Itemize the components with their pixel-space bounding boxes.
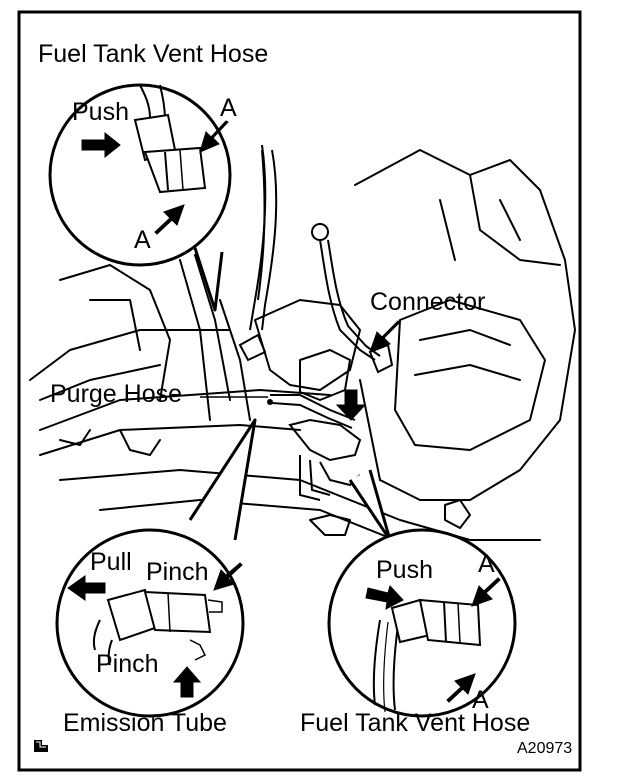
label-push-top: Push (72, 98, 129, 126)
a-arrow-bottom-lower (446, 673, 476, 703)
label-pinch-upper: Pinch (146, 558, 209, 586)
label-fuel-tank-vent-hose-top: Fuel Tank Vent Hose (38, 40, 269, 68)
push-arrow-top (81, 131, 121, 159)
detail-circle-top (48, 83, 232, 312)
purge-hose-leader-dot (267, 399, 273, 405)
push-arrow-bottom (365, 585, 404, 610)
figure-code: A20973 (517, 740, 573, 757)
pinch-arrow-lower (172, 666, 202, 698)
hose-lines (238, 144, 394, 501)
a-arrow-top-right (199, 120, 229, 153)
a-arrow-top-bottom (154, 204, 185, 235)
figure-frame (17, 10, 582, 772)
a-arrow-bottom-upper (471, 577, 501, 607)
label-purge-hose: Purge Hose (50, 380, 183, 408)
down-arrow-center (335, 389, 367, 421)
label-a-bottom-lower: A (472, 686, 489, 714)
label-push-bottom: Push (376, 556, 433, 584)
arrows (67, 120, 501, 703)
label-a-top-bottom: A (134, 226, 151, 254)
detail-circle-bottom-right (327, 469, 517, 718)
connector-arrow (369, 320, 401, 353)
pinch-arrow-upper (213, 562, 243, 591)
label-emission-tube: Emission Tube (63, 709, 227, 737)
detail-circle-bottom-left (55, 418, 257, 718)
vehicle-sketch (29, 149, 576, 561)
label-fuel-tank-vent-hose-bottom: Fuel Tank Vent Hose (300, 709, 531, 737)
book-icon (34, 740, 48, 752)
pull-arrow (67, 575, 106, 601)
label-a-top-right: A (220, 94, 237, 122)
label-a-bottom-upper: A (478, 550, 495, 578)
label-connector: Connector (370, 288, 486, 316)
label-pinch-lower: Pinch (96, 650, 159, 678)
label-pull: Pull (90, 548, 132, 576)
